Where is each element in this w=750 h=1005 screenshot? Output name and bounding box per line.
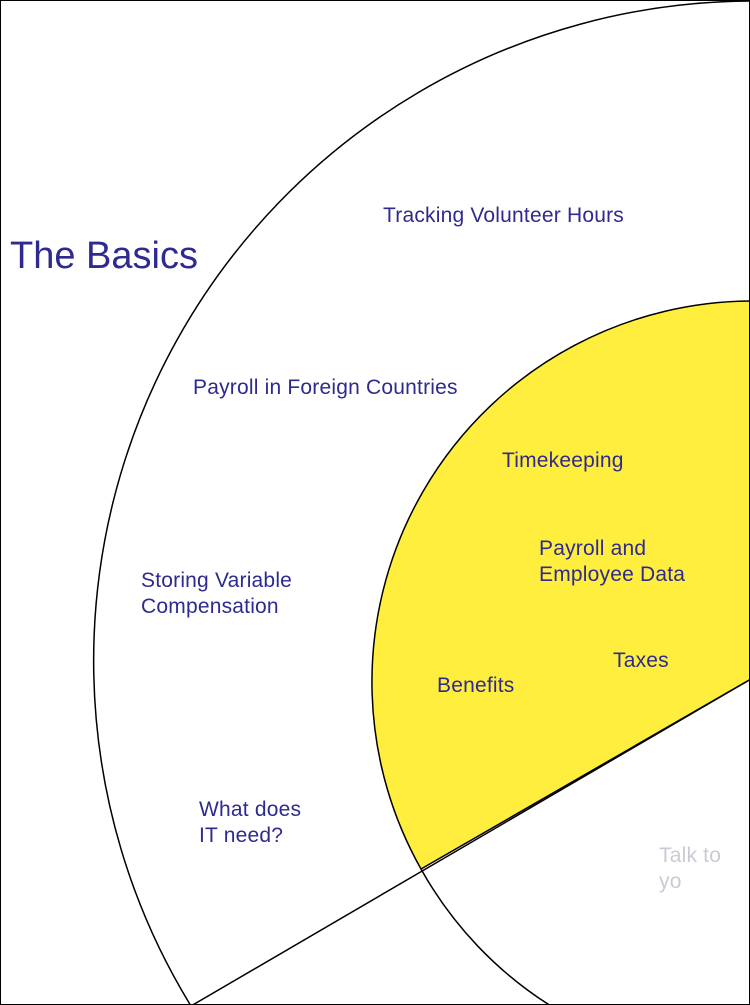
- inner-arc-continuation: [420, 868, 550, 1004]
- inner-label-payroll-employee-data: Payroll and Employee Data: [539, 537, 686, 586]
- page-title: The Basics: [10, 235, 198, 277]
- inner-sector: [371, 300, 749, 871]
- outer-sector: [92, 1, 749, 1004]
- outer-label-storing-variable-compensation: Storing Variable Compensation: [141, 569, 293, 618]
- inner-label-timekeeping: Timekeeping: [502, 449, 624, 472]
- outer-label-what-does-it-need: What does IT need?: [199, 798, 302, 847]
- partial-label-talk-to: Talk to yo: [659, 844, 722, 893]
- outer-label-payroll-foreign-countries: Payroll in Foreign Countries: [193, 376, 458, 399]
- inner-label-taxes: Taxes: [613, 649, 669, 672]
- inner-label-benefits: Benefits: [437, 674, 515, 697]
- outer-label-tracking-volunteer-hours: Tracking Volunteer Hours: [383, 204, 624, 227]
